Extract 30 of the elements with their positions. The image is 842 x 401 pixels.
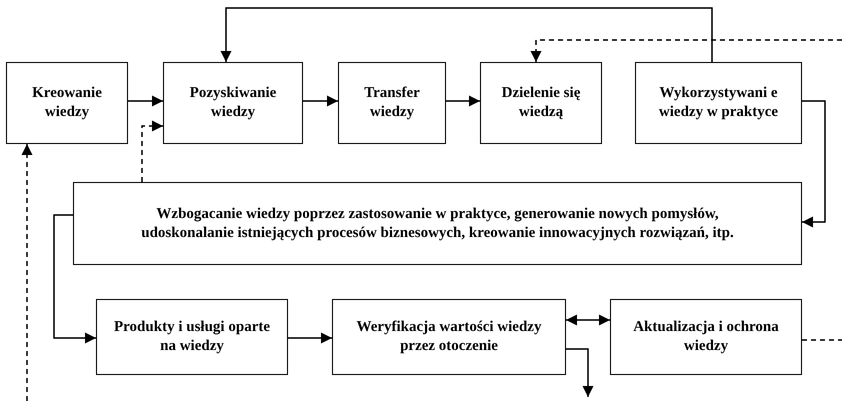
process-box	[338, 62, 446, 144]
arrow	[128, 96, 163, 106]
arrow	[53, 214, 96, 344]
box-label: Produkty i usługi oparte na wiedzy	[113, 318, 271, 356]
arrow	[220, 7, 713, 62]
arrow	[288, 332, 332, 344]
process-box	[163, 62, 303, 144]
box-label: Dzielenie się wiedzą	[500, 84, 582, 122]
box-label: Weryfikacja wartości wiedzy przez otoczenie	[356, 318, 542, 356]
box-label: Wykorzystywani e wiedzy w praktyce	[658, 84, 780, 122]
arrow	[446, 96, 480, 106]
arrow	[303, 96, 338, 106]
arrow	[566, 314, 610, 326]
box-label: Kreowanie wiedzy	[31, 84, 103, 122]
process-box	[480, 62, 602, 144]
box-label: Pozyskiwanie wiedzy	[188, 84, 278, 122]
arrow	[530, 39, 842, 62]
process-box	[96, 299, 288, 375]
process-box	[635, 62, 802, 144]
box-label: Aktualizacja i ochrona wiedzy	[632, 318, 780, 356]
arrow	[566, 348, 594, 397]
process-box	[73, 182, 802, 265]
process-box	[610, 299, 802, 375]
arrow	[141, 120, 163, 182]
arrow	[22, 144, 32, 401]
box-label: Wzbogacanie wiedzy poprzez zastosowanie w praktyce, generowanie nowych pomysłów, udoskonalanie istniejących procesów biznesowych, kreowanie innowacyjnych rozwiązań, itp.	[140, 204, 735, 242]
box-label: Transfer wiedzy	[363, 84, 421, 122]
process-box	[6, 62, 128, 144]
arrow	[802, 100, 826, 228]
process-box	[332, 299, 566, 375]
